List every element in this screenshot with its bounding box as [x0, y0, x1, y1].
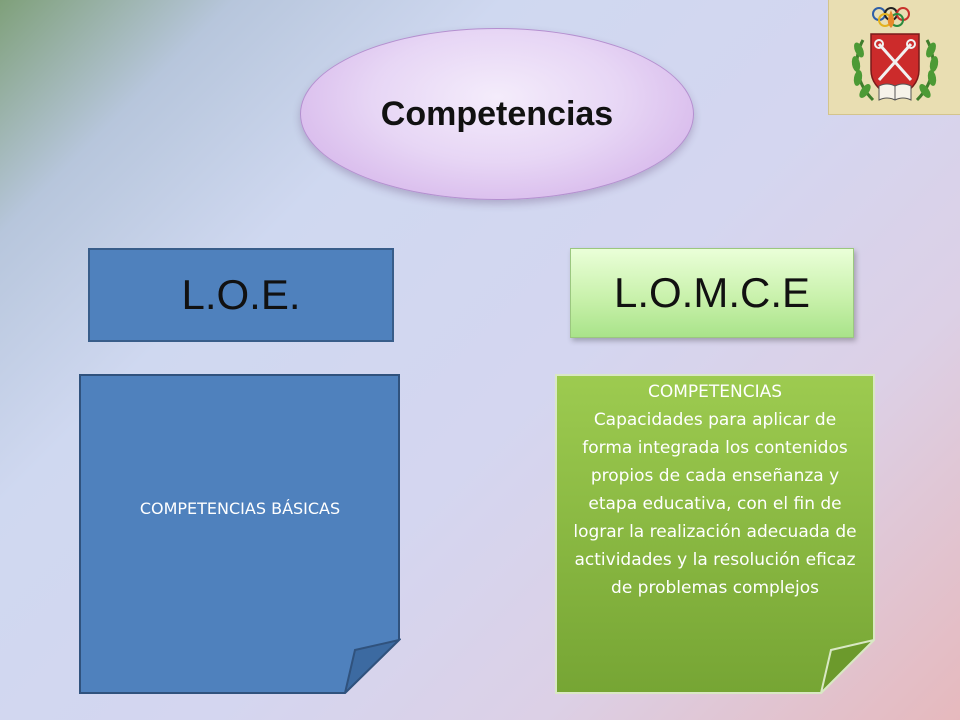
- lomce-note-text: COMPETENCIAS Capacidades para aplicar de…: [555, 374, 875, 694]
- loe-heading-box: L.O.E.: [88, 248, 394, 342]
- loe-heading: L.O.E.: [181, 271, 301, 318]
- title-ellipse: Competencias: [300, 28, 694, 200]
- loe-note-shape: [79, 374, 401, 694]
- lomce-heading: L.O.M.C.E: [613, 269, 811, 316]
- lomce-heading-box: L.O.M.C.E: [570, 248, 854, 338]
- lomce-note-shape: [555, 374, 875, 694]
- diagram-title: Competencias: [380, 94, 614, 133]
- lomce-note-title: COMPETENCIAS: [647, 382, 783, 402]
- school-crest-logo: [828, 0, 960, 115]
- school-crest-icon: [851, 7, 939, 102]
- lomce-note-body: Capacidades para aplicar de forma integr…: [573, 410, 857, 598]
- loe-note-text: COMPETENCIAS BÁSICAS: [139, 498, 341, 518]
- loe-note: COMPETENCIAS BÁSICAS: [79, 374, 401, 694]
- lomce-note: COMPETENCIAS Capacidades para aplicar de…: [555, 374, 875, 694]
